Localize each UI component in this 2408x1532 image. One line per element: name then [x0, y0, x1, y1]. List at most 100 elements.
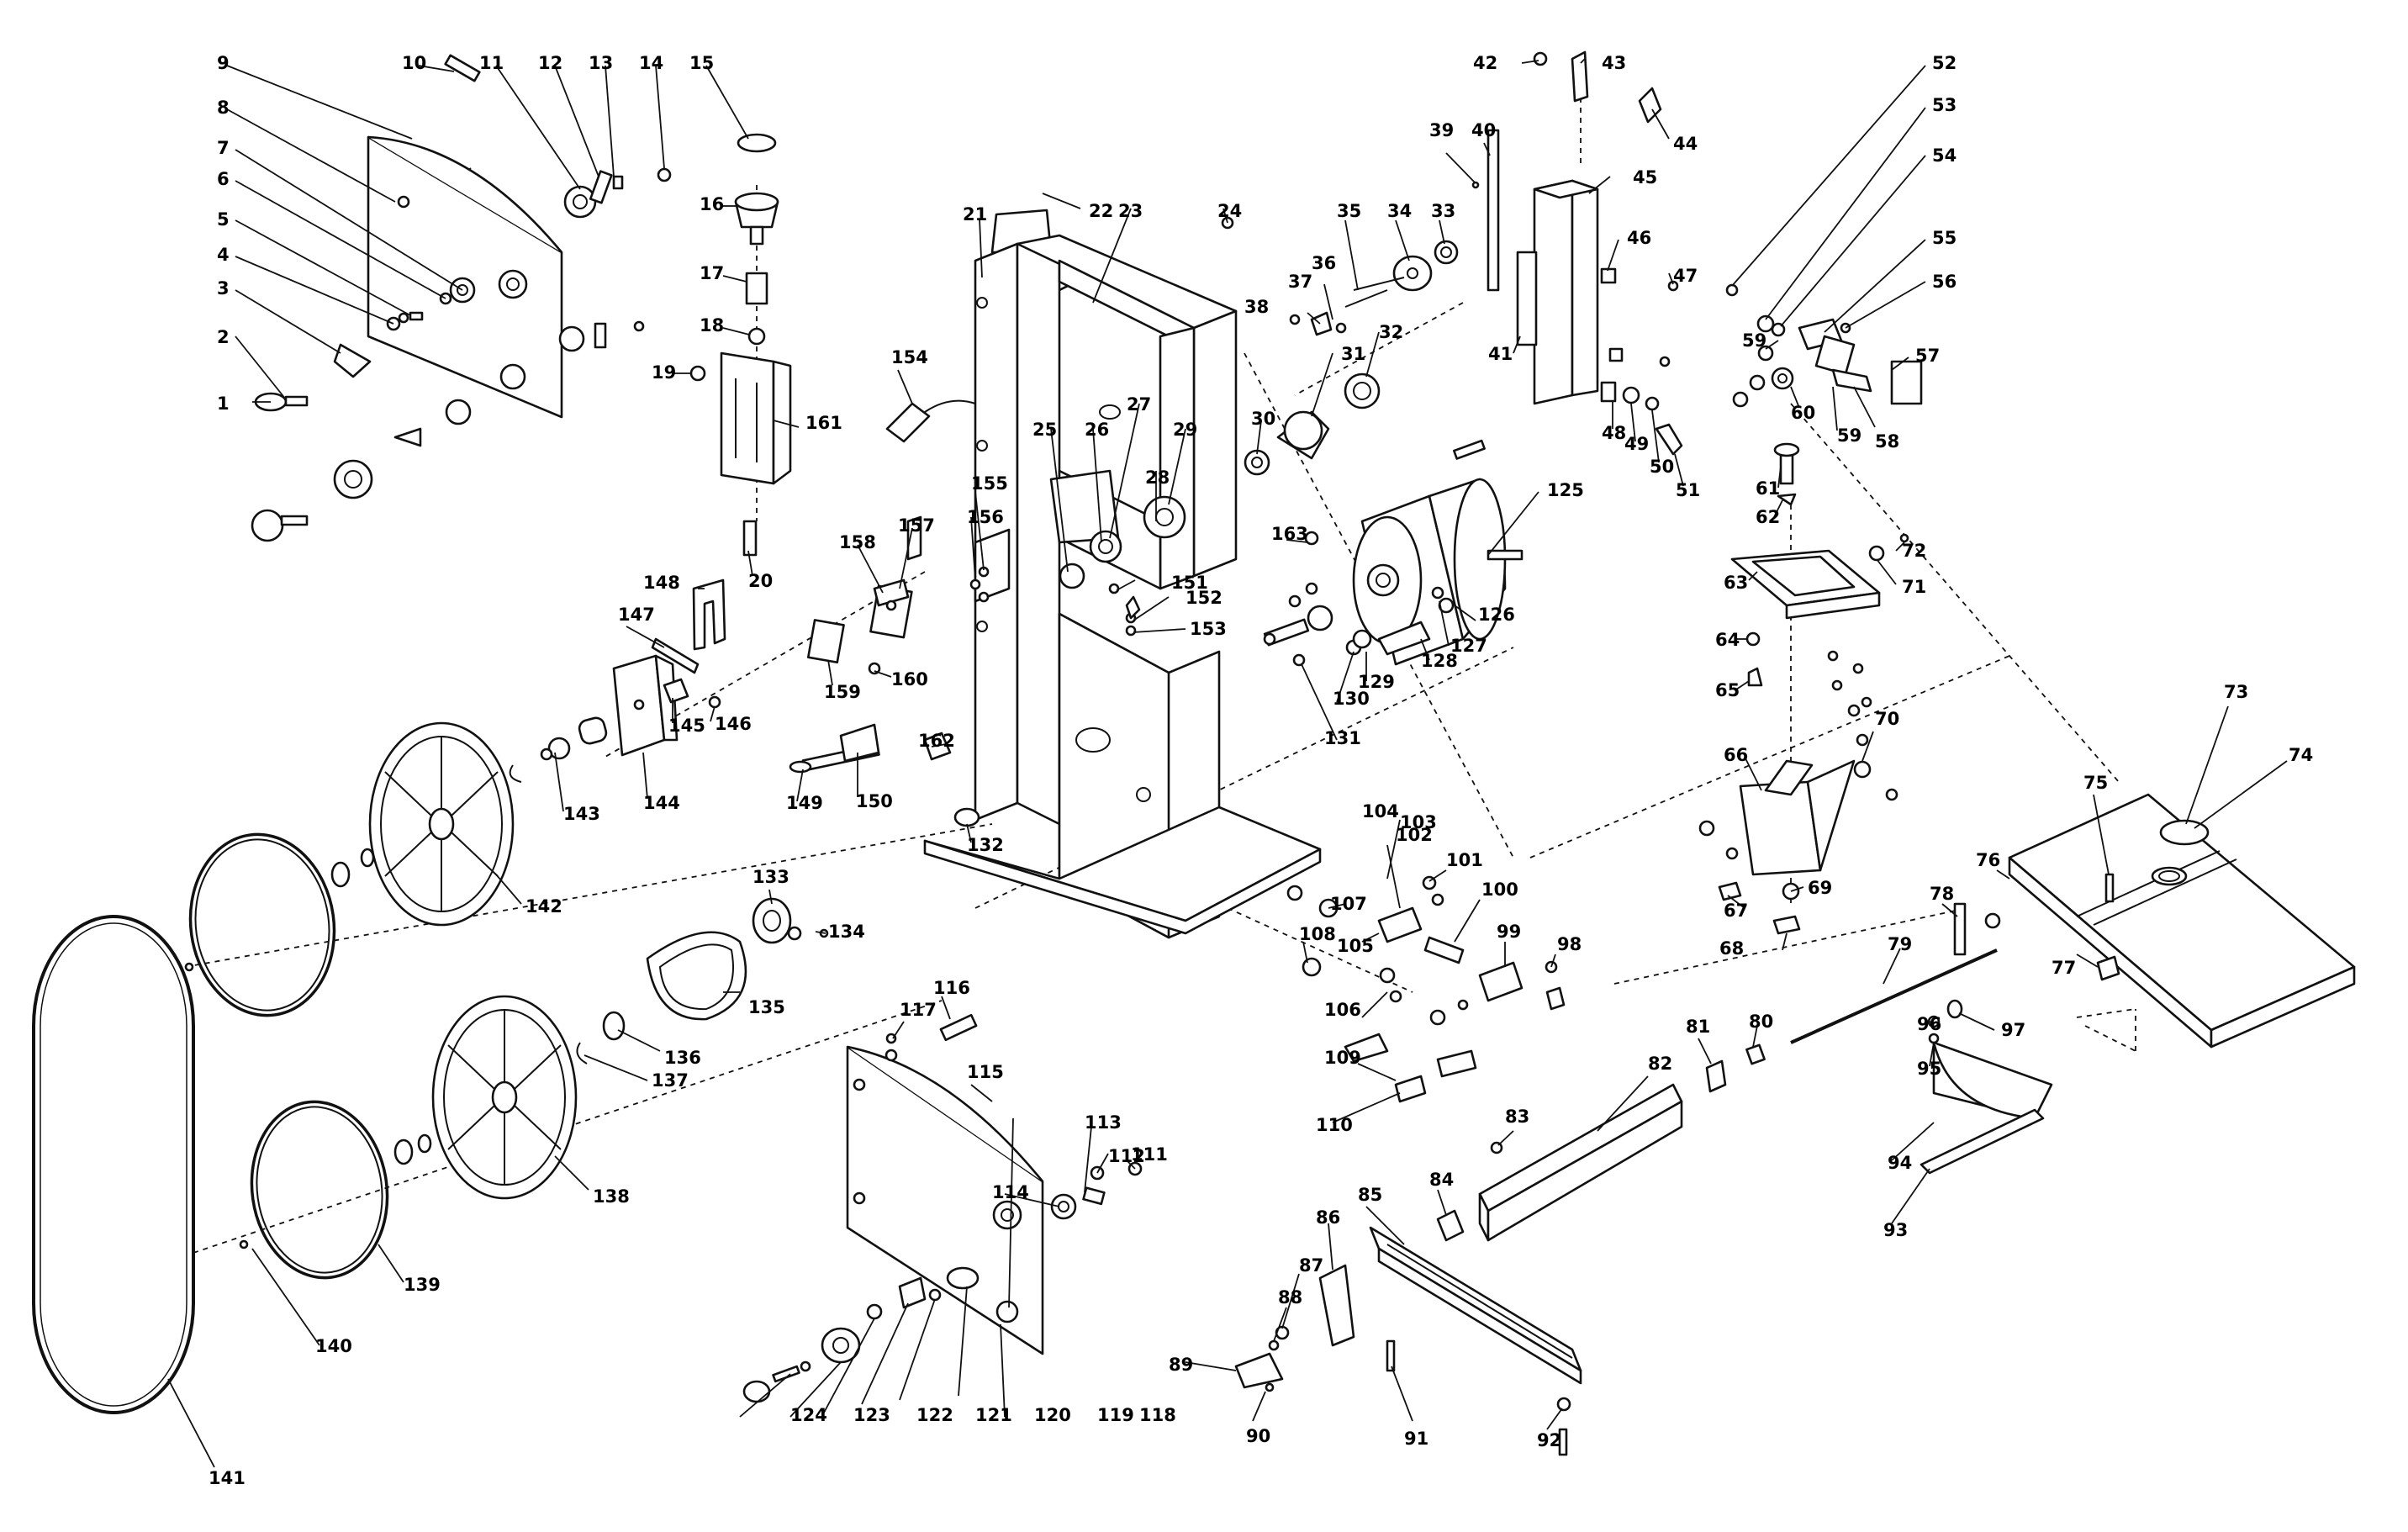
part-callout-95: 95	[1917, 1059, 1941, 1079]
part-callout-19: 19	[652, 362, 676, 383]
part-callout-96: 96	[1917, 1014, 1941, 1034]
part-callout-22: 22	[1089, 201, 1113, 221]
part-callout-72: 72	[1902, 541, 1926, 561]
part-callout-106: 106	[1324, 1000, 1361, 1020]
part-callout-5: 5	[217, 209, 230, 230]
part-callout-16: 16	[700, 194, 724, 214]
part-callout-12: 12	[538, 53, 562, 73]
wheel-tires	[184, 832, 389, 1280]
part-callout-157: 157	[898, 515, 935, 536]
part-callout-62: 62	[1756, 507, 1780, 527]
part-callout-123: 123	[853, 1405, 890, 1425]
tension-hardware	[1221, 216, 1459, 476]
part-callout-37: 37	[1288, 272, 1312, 292]
part-callout-158: 158	[839, 532, 876, 552]
part-callout-126: 126	[1478, 605, 1515, 625]
part-callout-52: 52	[1932, 53, 1956, 73]
part-callout-53: 53	[1932, 95, 1956, 115]
part-callout-30: 30	[1251, 409, 1275, 429]
part-callout-137: 137	[652, 1070, 689, 1091]
part-callout-70: 70	[1875, 709, 1899, 729]
part-callout-163: 163	[1271, 524, 1308, 544]
part-callout-71: 71	[1902, 577, 1926, 597]
part-callout-121: 121	[975, 1405, 1012, 1425]
upper-guide-block	[1725, 283, 1923, 408]
part-callout-144: 144	[643, 793, 680, 813]
part-callout-34: 34	[1387, 201, 1412, 221]
part-callout-4: 4	[217, 245, 230, 265]
part-callout-118: 118	[1139, 1405, 1176, 1425]
part-callout-132: 132	[967, 835, 1004, 855]
part-callout-107: 107	[1330, 894, 1367, 914]
part-callout-98: 98	[1557, 934, 1582, 954]
part-callout-141: 141	[209, 1468, 246, 1488]
part-callout-56: 56	[1932, 272, 1956, 292]
part-callout-57: 57	[1915, 346, 1940, 366]
saw-frame	[906, 209, 1322, 939]
part-callout-54: 54	[1932, 145, 1956, 166]
motor	[1263, 439, 1523, 667]
part-callout-88: 88	[1278, 1287, 1302, 1307]
part-callout-89: 89	[1169, 1355, 1193, 1375]
part-callout-24: 24	[1217, 201, 1242, 221]
part-callout-134: 134	[828, 922, 865, 942]
part-callout-113: 113	[1085, 1112, 1122, 1133]
part-callout-81: 81	[1686, 1017, 1710, 1037]
part-callout-10: 10	[402, 53, 426, 73]
part-callout-160: 160	[891, 669, 928, 689]
part-callout-122: 122	[916, 1405, 953, 1425]
part-callout-147: 147	[618, 605, 655, 625]
lower-wheel	[393, 995, 626, 1200]
part-callout-152: 152	[1186, 588, 1222, 608]
part-callout-11: 11	[479, 53, 504, 73]
part-callout-90: 90	[1246, 1426, 1270, 1446]
part-callout-78: 78	[1930, 884, 1954, 904]
part-callout-2: 2	[217, 327, 230, 347]
part-callout-46: 46	[1627, 228, 1651, 248]
part-callout-27: 27	[1127, 394, 1151, 415]
part-callout-14: 14	[639, 53, 663, 73]
part-callout-156: 156	[967, 507, 1004, 527]
part-callout-117: 117	[900, 1000, 937, 1020]
part-callout-38: 38	[1244, 297, 1269, 317]
part-callout-59b: 59	[1837, 425, 1861, 446]
part-callout-111: 111	[1131, 1144, 1168, 1165]
part-callout-9: 9	[217, 53, 230, 73]
part-callout-74: 74	[2289, 745, 2313, 765]
part-callout-149: 149	[786, 793, 823, 813]
part-callout-58: 58	[1875, 431, 1899, 452]
part-callout-80: 80	[1749, 1012, 1773, 1032]
part-callout-99: 99	[1497, 922, 1521, 942]
part-callout-153: 153	[1190, 619, 1227, 639]
part-callout-138: 138	[593, 1186, 630, 1207]
part-callout-139: 139	[404, 1275, 441, 1295]
upper-wheel-hardware	[689, 133, 792, 557]
part-callout-91: 91	[1404, 1429, 1428, 1449]
part-callout-145: 145	[668, 716, 705, 736]
part-callout-68: 68	[1719, 938, 1744, 959]
part-callout-77: 77	[2052, 958, 2076, 978]
part-callout-136: 136	[664, 1048, 701, 1068]
part-callout-67: 67	[1724, 901, 1748, 921]
part-callout-63: 63	[1724, 573, 1748, 593]
saw-table	[2008, 793, 2356, 1049]
part-callout-59: 59	[1742, 330, 1766, 351]
part-callout-86: 86	[1316, 1207, 1340, 1228]
part-callout-73: 73	[2224, 682, 2248, 702]
part-callout-69: 69	[1808, 878, 1832, 898]
part-callout-83: 83	[1505, 1107, 1529, 1127]
part-callout-127: 127	[1450, 636, 1487, 656]
part-callout-140: 140	[315, 1336, 352, 1356]
part-callout-1: 1	[217, 394, 230, 414]
part-callout-105: 105	[1337, 936, 1374, 956]
part-callout-65: 65	[1715, 680, 1740, 700]
part-callout-66: 66	[1724, 745, 1748, 765]
part-callout-116: 116	[933, 978, 970, 998]
upper-shaft-bracket	[509, 578, 726, 783]
part-callout-129: 129	[1358, 672, 1395, 692]
part-callout-48: 48	[1602, 423, 1626, 443]
part-callout-159: 159	[824, 682, 861, 702]
part-callout-8: 8	[217, 98, 230, 118]
